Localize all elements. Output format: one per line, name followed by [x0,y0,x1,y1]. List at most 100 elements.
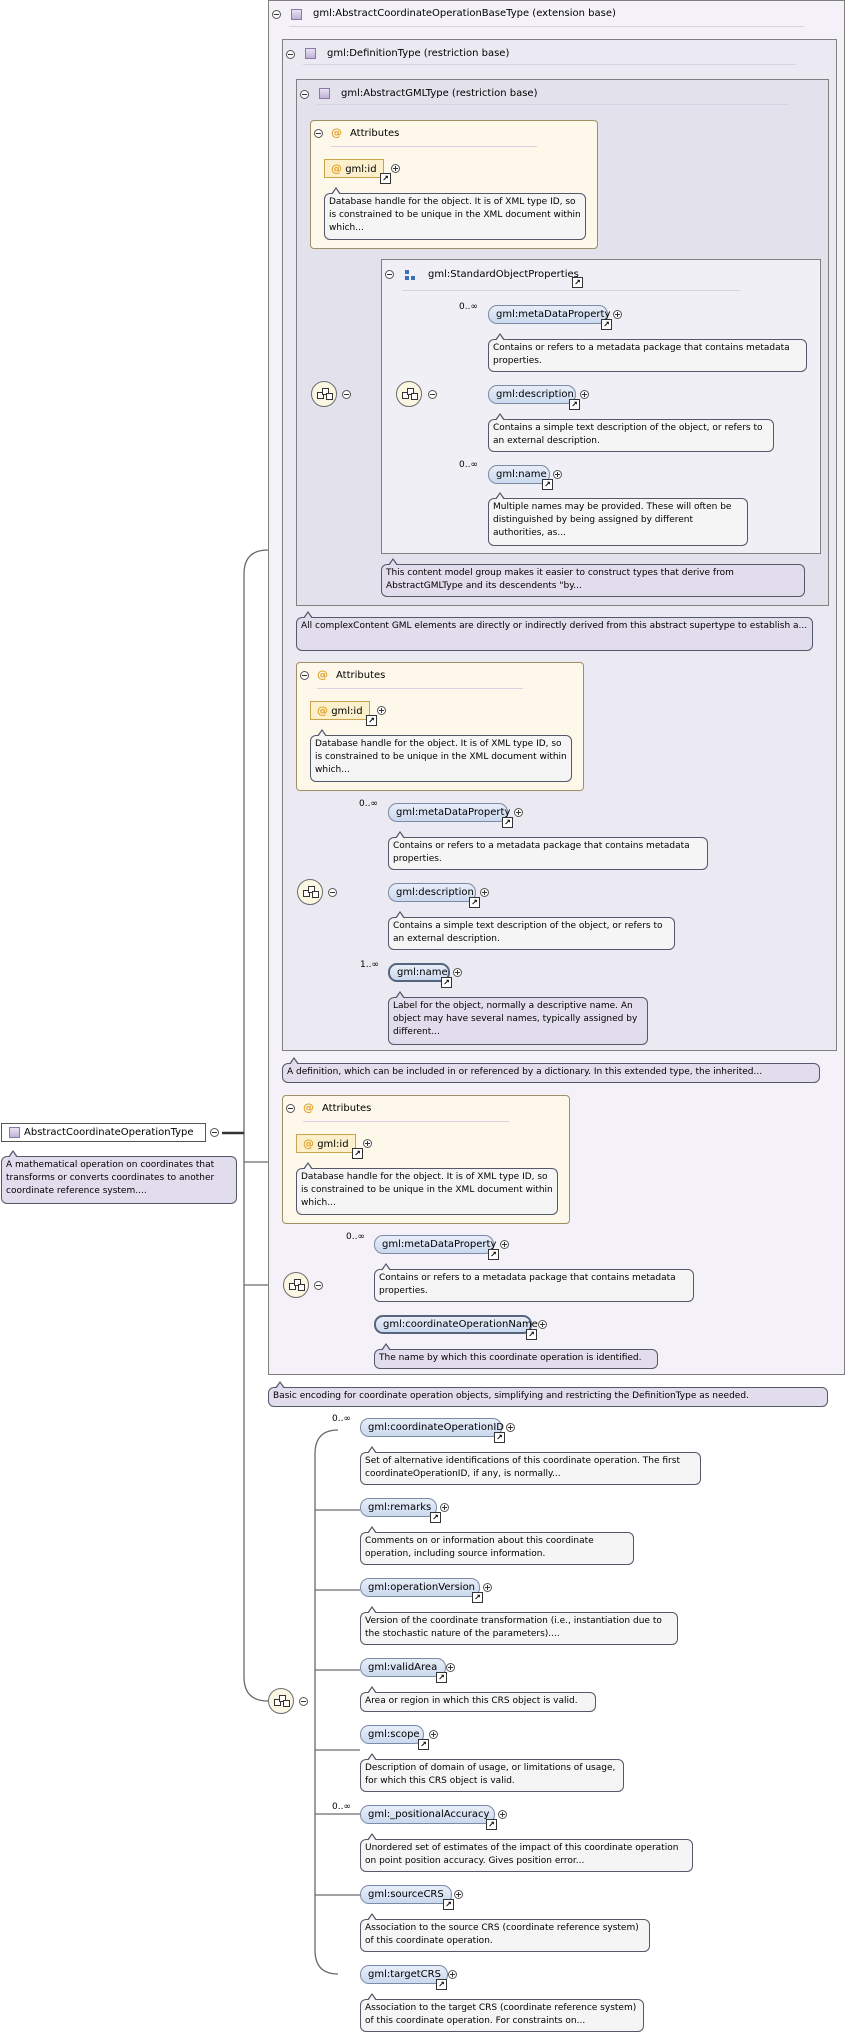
collapse-icon[interactable] [314,1281,323,1290]
collapse-icon[interactable] [286,1104,295,1113]
element-name[interactable]: gml:name [488,465,550,484]
element-coordinateoperationid[interactable]: gml:coordinateOperationID [360,1418,504,1437]
expand-icon[interactable] [429,1730,438,1739]
expand-icon[interactable] [453,968,462,977]
root-annotation: A mathematical operation on coordinates … [1,1150,237,1204]
expand-icon[interactable] [483,1583,492,1592]
expand-icon[interactable] [514,808,523,817]
attributes-label: Attributes [350,128,400,139]
reference-icon[interactable]: ↗ [572,277,583,288]
occurrence-label: 0..∞ [459,302,478,312]
occurrence-label: 1..∞ [360,960,379,970]
expand-icon[interactable] [448,1970,457,1979]
reference-icon[interactable]: ↗ [436,1979,447,1990]
reference-icon[interactable]: ↗ [418,1739,429,1750]
element-annotation: Set of alternative identifications of th… [360,1446,701,1485]
expand-icon[interactable] [553,470,562,479]
reference-icon[interactable]: ↗ [526,1329,537,1340]
element-annotation: Contains or refers to a metadata package… [488,333,807,372]
reference-icon[interactable]: ↗ [494,1432,505,1443]
element-metadataproperty[interactable]: gml:metaDataProperty [388,803,510,822]
expand-icon[interactable] [506,1423,515,1432]
occurrence-label: 0..∞ [359,799,378,809]
element-name[interactable]: gml:name [388,963,450,982]
element-validarea[interactable]: gml:validArea [360,1658,446,1677]
expand-icon[interactable] [538,1320,547,1329]
element-metadataproperty[interactable]: gml:metaDataProperty [374,1235,496,1254]
element-targetcrs[interactable]: gml:targetCRS [360,1965,448,1984]
id-attribute[interactable]: @ gml:id [324,159,384,178]
expand-icon[interactable] [500,1240,509,1249]
collapse-icon[interactable] [328,888,337,897]
attribute-icon: @ [331,126,342,139]
reference-icon[interactable]: ↗ [443,1899,454,1910]
sequence-compositor-icon[interactable] [311,381,337,407]
collapse-icon[interactable] [342,390,351,399]
reference-icon[interactable]: ↗ [472,1592,483,1603]
collapse-icon[interactable] [286,50,295,59]
reference-icon[interactable]: ↗ [441,977,452,988]
element-annotation: Comments on or information about this co… [360,1526,634,1565]
reference-icon[interactable]: ↗ [430,1512,441,1523]
expand-icon[interactable] [613,310,622,319]
group-name: gml:StandardObjectProperties [428,269,579,280]
collapse-icon[interactable] [299,1697,308,1706]
expand-icon[interactable] [454,1890,463,1899]
expand-icon[interactable] [363,1139,372,1148]
id-attribute[interactable]: @ gml:id [296,1134,356,1153]
group-annotation: This content model group makes it easier… [381,558,805,597]
reference-icon[interactable]: ↗ [352,1148,363,1159]
expand-icon[interactable] [498,1810,507,1819]
root-complex-type[interactable]: AbstractCoordinateOperationType [1,1123,206,1142]
reference-icon[interactable]: ↗ [380,173,391,184]
element-description[interactable]: gml:description [388,883,476,902]
reference-icon[interactable]: ↗ [486,1819,497,1830]
element-annotation: Contains a simple text description of th… [388,911,675,950]
expand-icon[interactable] [446,1663,455,1672]
element-annotation: Label for the object, normally a descrip… [388,991,648,1045]
reference-icon[interactable]: ↗ [469,897,480,908]
collapse-icon[interactable] [385,270,394,279]
sequence-compositor-icon[interactable] [268,1688,294,1714]
reference-icon[interactable]: ↗ [601,319,612,330]
collapse-icon[interactable] [272,10,281,19]
element-metadataproperty[interactable]: gml:metaDataProperty [488,305,610,324]
element-annotation: Contains or refers to a metadata package… [388,831,708,870]
occurrence-label: 0..∞ [459,460,478,470]
attribute-icon: @ [317,668,328,681]
expand-icon[interactable] [480,888,489,897]
expand-icon[interactable] [440,1503,449,1512]
collapse-icon[interactable] [314,129,323,138]
expand-icon[interactable] [391,164,400,173]
element-scope[interactable]: gml:scope [360,1725,424,1744]
element-annotation: Area or region in which this CRS object … [360,1686,596,1712]
element-description[interactable]: gml:description [488,385,576,404]
collapse-icon[interactable] [428,390,437,399]
gml-type-annotation: All complexContent GML elements are dire… [296,611,813,651]
id-annotation: Database handle for the object. It is of… [310,729,572,782]
collapse-icon[interactable] [300,671,309,680]
reference-icon[interactable]: ↗ [366,715,377,726]
collapse-icon[interactable] [300,90,309,99]
sequence-compositor-icon[interactable] [297,879,323,905]
element-positionalaccuracy[interactable]: gml:_positionalAccuracy [360,1805,495,1824]
reference-icon[interactable]: ↗ [542,479,553,490]
collapse-icon[interactable] [210,1128,219,1137]
element-operationversion[interactable]: gml:operationVersion [360,1578,480,1597]
element-remarks[interactable]: gml:remarks [360,1498,437,1517]
element-coordinateoperationname[interactable]: gml:coordinateOperationName [374,1315,538,1334]
occurrence-label: 0..∞ [332,1802,351,1812]
reference-icon[interactable]: ↗ [569,399,580,410]
group-icon [405,270,415,280]
reference-icon[interactable]: ↗ [502,817,513,828]
expand-icon[interactable] [377,706,386,715]
gml-type-title: gml:AbstractGMLType (restriction base) [341,88,538,99]
id-attribute[interactable]: @ gml:id [310,701,370,720]
expand-icon[interactable] [580,390,589,399]
element-sourcecrs[interactable]: gml:sourceCRS [360,1885,452,1904]
reference-icon[interactable]: ↗ [488,1249,499,1260]
sequence-compositor-icon[interactable] [396,381,422,407]
reference-icon[interactable]: ↗ [436,1672,447,1683]
sequence-compositor-icon[interactable] [283,1272,309,1298]
